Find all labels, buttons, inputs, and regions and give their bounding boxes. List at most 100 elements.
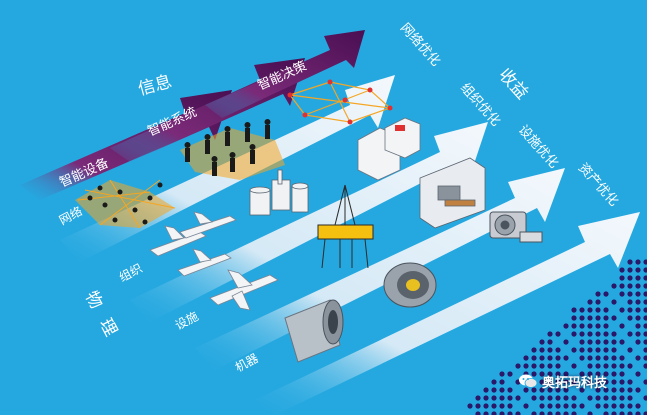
dot: [555, 347, 561, 353]
dot: [595, 355, 601, 361]
dot: [523, 363, 529, 369]
dot: [611, 363, 617, 369]
dot: [539, 355, 545, 361]
dot: [595, 307, 601, 313]
dot: [627, 403, 633, 409]
dot: [627, 411, 633, 415]
dot: [579, 339, 585, 345]
dot: [643, 307, 647, 313]
dot: [515, 395, 521, 401]
crowd-network-icon: [75, 179, 176, 229]
dot: [531, 395, 537, 401]
dot: [643, 339, 647, 345]
dot: [619, 307, 625, 313]
dot: [635, 323, 641, 329]
dot: [635, 411, 641, 415]
dot: [587, 339, 593, 345]
office-buildings-icon: [357, 117, 421, 181]
dot: [643, 411, 647, 415]
dot: [587, 411, 593, 415]
dot: [643, 331, 647, 337]
dot: [555, 371, 561, 377]
dot: [643, 283, 647, 289]
dot: [547, 395, 553, 401]
dot: [555, 363, 561, 369]
gains-title: 收益: [494, 65, 532, 104]
turbine-engine-icon: [284, 299, 344, 363]
dot: [563, 355, 569, 361]
dot: [611, 283, 617, 289]
dot: [619, 283, 625, 289]
dot: [499, 403, 505, 409]
dot: [627, 347, 633, 353]
dot: [579, 323, 585, 329]
dot: [579, 315, 585, 321]
dot-grid-decoration: [467, 259, 647, 415]
dot: [547, 371, 553, 377]
dot: [643, 315, 647, 321]
dot: [603, 395, 609, 401]
dot: [603, 363, 609, 369]
people-network-icon: [180, 119, 285, 180]
dot: [611, 379, 617, 385]
dot: [603, 355, 609, 361]
dot: [531, 355, 537, 361]
dot: [587, 395, 593, 401]
info-arrow-smart-decisions: [205, 30, 365, 118]
dot: [571, 323, 577, 329]
dot: [611, 315, 617, 321]
dot: [515, 411, 521, 415]
dot: [603, 307, 609, 313]
dot: [483, 403, 489, 409]
dot: [587, 307, 593, 313]
dot: [587, 299, 593, 305]
dot: [531, 387, 537, 393]
dot: [595, 387, 601, 393]
dot: [483, 411, 489, 415]
dot: [619, 411, 625, 415]
dot: [611, 387, 617, 393]
dot: [627, 315, 633, 321]
dot: [571, 347, 577, 353]
dot: [523, 355, 529, 361]
dot: [595, 323, 601, 329]
dot: [507, 411, 513, 415]
dot: [627, 363, 633, 369]
dot: [483, 395, 489, 401]
dot: [619, 371, 625, 377]
blower-icon: [489, 211, 543, 243]
dot: [507, 371, 513, 377]
dot: [515, 363, 521, 369]
dot: [635, 403, 641, 409]
dot: [539, 395, 545, 401]
dot: [643, 379, 647, 385]
airplane-icon: [209, 269, 279, 311]
gain-asset: 资产优化: [575, 161, 621, 210]
dot: [547, 403, 553, 409]
dot: [579, 355, 585, 361]
dot: [643, 259, 647, 265]
dot: [627, 267, 633, 273]
dot: [571, 315, 577, 321]
office-room-icon: [419, 157, 486, 229]
dot: [603, 387, 609, 393]
dot: [627, 307, 633, 313]
dot: [491, 379, 497, 385]
dot: [611, 395, 617, 401]
dot: [603, 371, 609, 377]
dot: [627, 387, 633, 393]
dot: [475, 411, 481, 415]
info-arrows: [20, 30, 365, 200]
dot: [595, 291, 601, 297]
dot: [547, 363, 553, 369]
dot: [595, 331, 601, 337]
dot: [555, 403, 561, 409]
dot: [619, 379, 625, 385]
dot: [603, 347, 609, 353]
gain-network: 网络优化: [397, 20, 444, 69]
dot: [547, 331, 553, 337]
dot: [635, 299, 641, 305]
left-label-organization: 组织: [117, 261, 145, 285]
dot: [603, 331, 609, 337]
dot: [643, 299, 647, 305]
